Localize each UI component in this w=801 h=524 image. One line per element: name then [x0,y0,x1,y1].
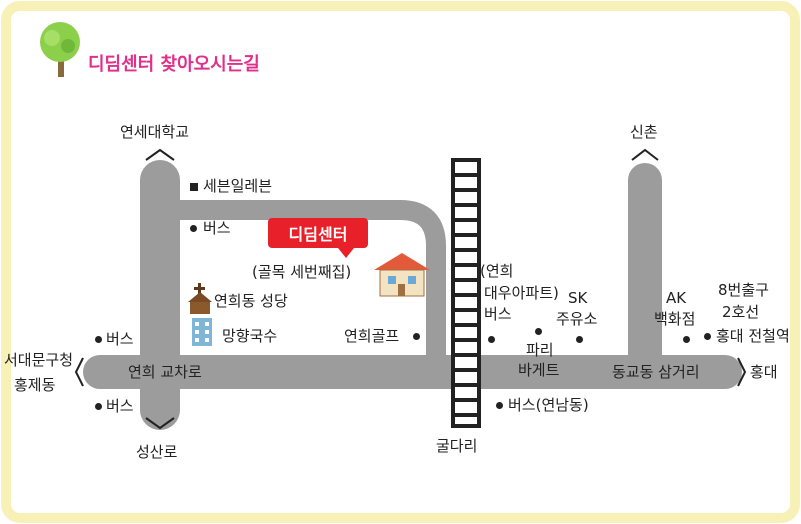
label-alley: (골목 세번째집) [252,263,352,281]
church-icon [188,283,212,314]
label-exit-3: 홍대 전철역 [716,327,790,345]
label-ak-2: 백화점 [654,310,696,328]
label-exit-2: 2호선 [722,303,760,321]
marker-dot [704,333,711,340]
marker-square [190,183,198,191]
direction-chevrons [74,148,747,430]
marker-dot [95,403,102,410]
center-callout: 디딤센터 [268,218,368,258]
label-bus-daewoo: 버스 [484,305,512,323]
marker-dot [95,336,102,343]
road-loop [150,200,446,366]
marker-dot [576,336,583,343]
tree-logo [40,22,80,77]
label-bus-left: 버스 [106,330,134,348]
label-yonsei: 연세대학교 [120,123,190,141]
label-hongje: 홍제동 [14,376,56,394]
label-ak-1: AK [666,289,687,307]
label-seongsan: 성산로 [136,443,178,461]
label-sk-2: 주유소 [556,310,598,328]
house-icon [374,253,430,297]
label-road-main: 연희 교차로 [128,363,202,381]
label-seodaemun: 서대문구청 [4,351,74,369]
label-sinchon: 신촌 [630,123,658,141]
label-manghyang: 망향국수 [222,327,278,345]
marker-dot [683,336,690,343]
railway [451,158,481,428]
marker-dot [488,336,495,343]
label-gooldari: 굴다리 [436,437,478,455]
label-daewoo-1: (연희 [480,262,514,280]
label-bus-top: 버스 [203,219,231,237]
label-paris-1: 파리 [526,341,554,359]
label-cathedral: 연희동 성당 [214,292,288,310]
marker-dot [535,328,542,335]
chevron-right-icon [737,357,747,387]
marker-dot [496,402,503,409]
chevron-down-icon [145,417,175,430]
label-bus-left-low: 버스 [106,397,134,415]
label-bus-yeonnam: 버스(연남동) [508,396,589,414]
marker-dot [190,225,197,232]
roads [83,160,742,430]
marker-dot [413,333,420,340]
building-icon [192,318,212,346]
label-exit-1: 8번출구 [718,281,769,299]
chevron-up-icon [631,148,659,161]
chevron-left-icon [74,357,84,387]
page-title: 디딤센터 찾아오시는길 [88,54,260,75]
label-golf: 연희골프 [344,327,400,345]
label-paris-2: 바게트 [518,361,560,379]
label-hongdae: 홍대 [750,363,778,381]
chevron-up-icon [145,148,175,161]
label-donggyo: 동교동 삼거리 [612,363,700,381]
label-sk-1: SK [568,289,588,307]
label-seven-eleven: 세븐일레븐 [203,177,273,195]
label-daewoo-2: 대우아파트) [484,284,559,302]
